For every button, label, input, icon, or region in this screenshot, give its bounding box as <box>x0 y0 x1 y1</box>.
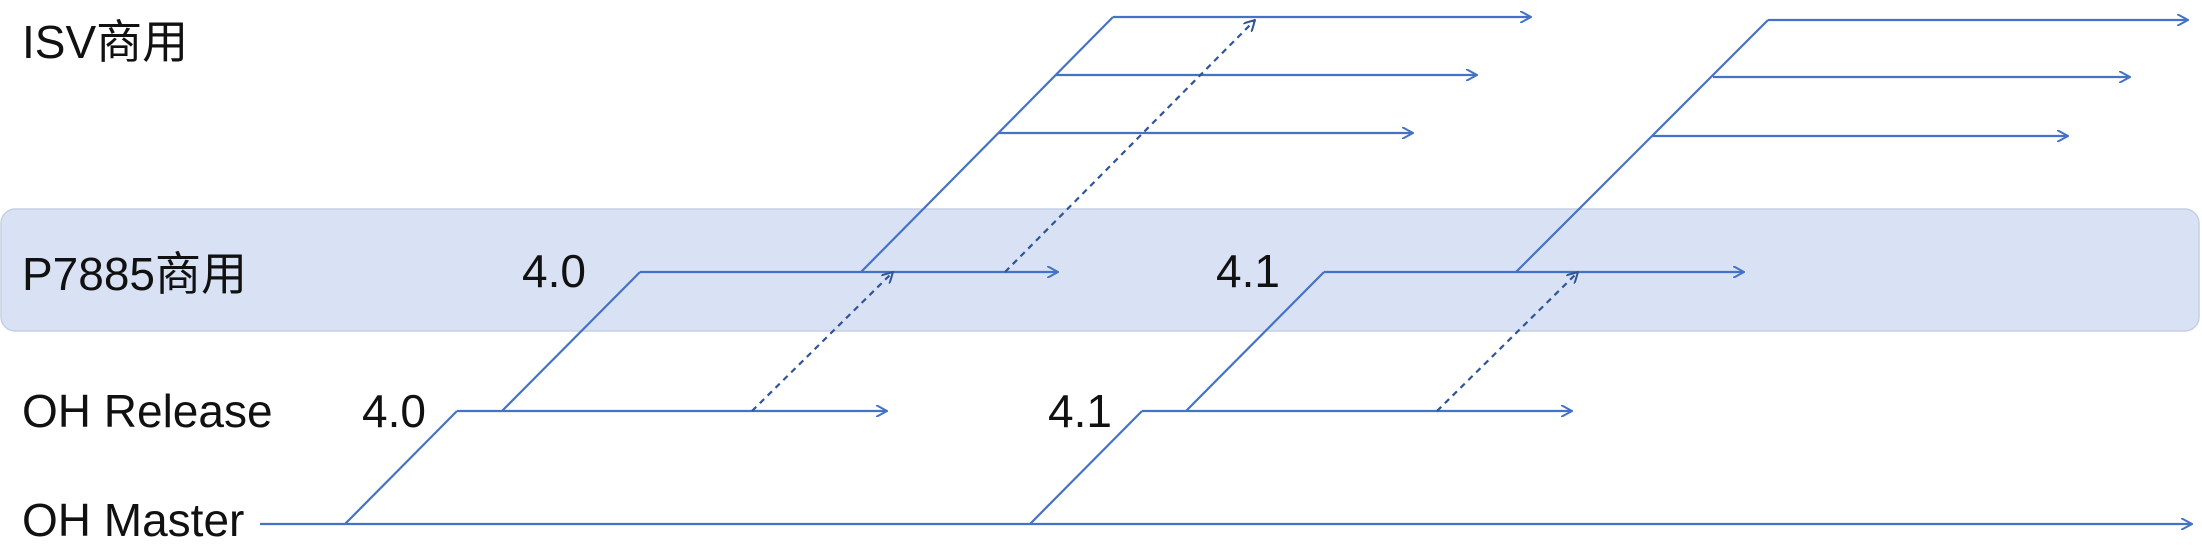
isv-4-1-fork-line <box>1515 19 1769 273</box>
lane-label-oh-release: OH Release <box>22 385 273 437</box>
isv-4-0-fork-line <box>860 16 1114 273</box>
version-label-release-second: 4.1 <box>1048 385 1112 437</box>
version-label-p7885-second: 4.1 <box>1216 245 1280 297</box>
version-label-p7885-first: 4.0 <box>522 245 586 297</box>
p7885-4-1-fork-line <box>1185 271 1325 412</box>
lane-label-p7885: P7885商用 <box>22 248 247 300</box>
lane-label-isv: ISV商用 <box>22 16 188 68</box>
p7885-highlight-band <box>0 208 2200 332</box>
sync-p7885-to-isv-4-0-dashed-arrow <box>1004 20 1255 273</box>
p7885-4-0-fork-line <box>501 271 641 412</box>
release-4-0-fork-line <box>344 410 458 525</box>
release-4-1-fork-line <box>1029 410 1143 525</box>
version-label-release-first: 4.0 <box>362 385 426 437</box>
lane-label-oh-master: OH Master <box>22 494 244 546</box>
